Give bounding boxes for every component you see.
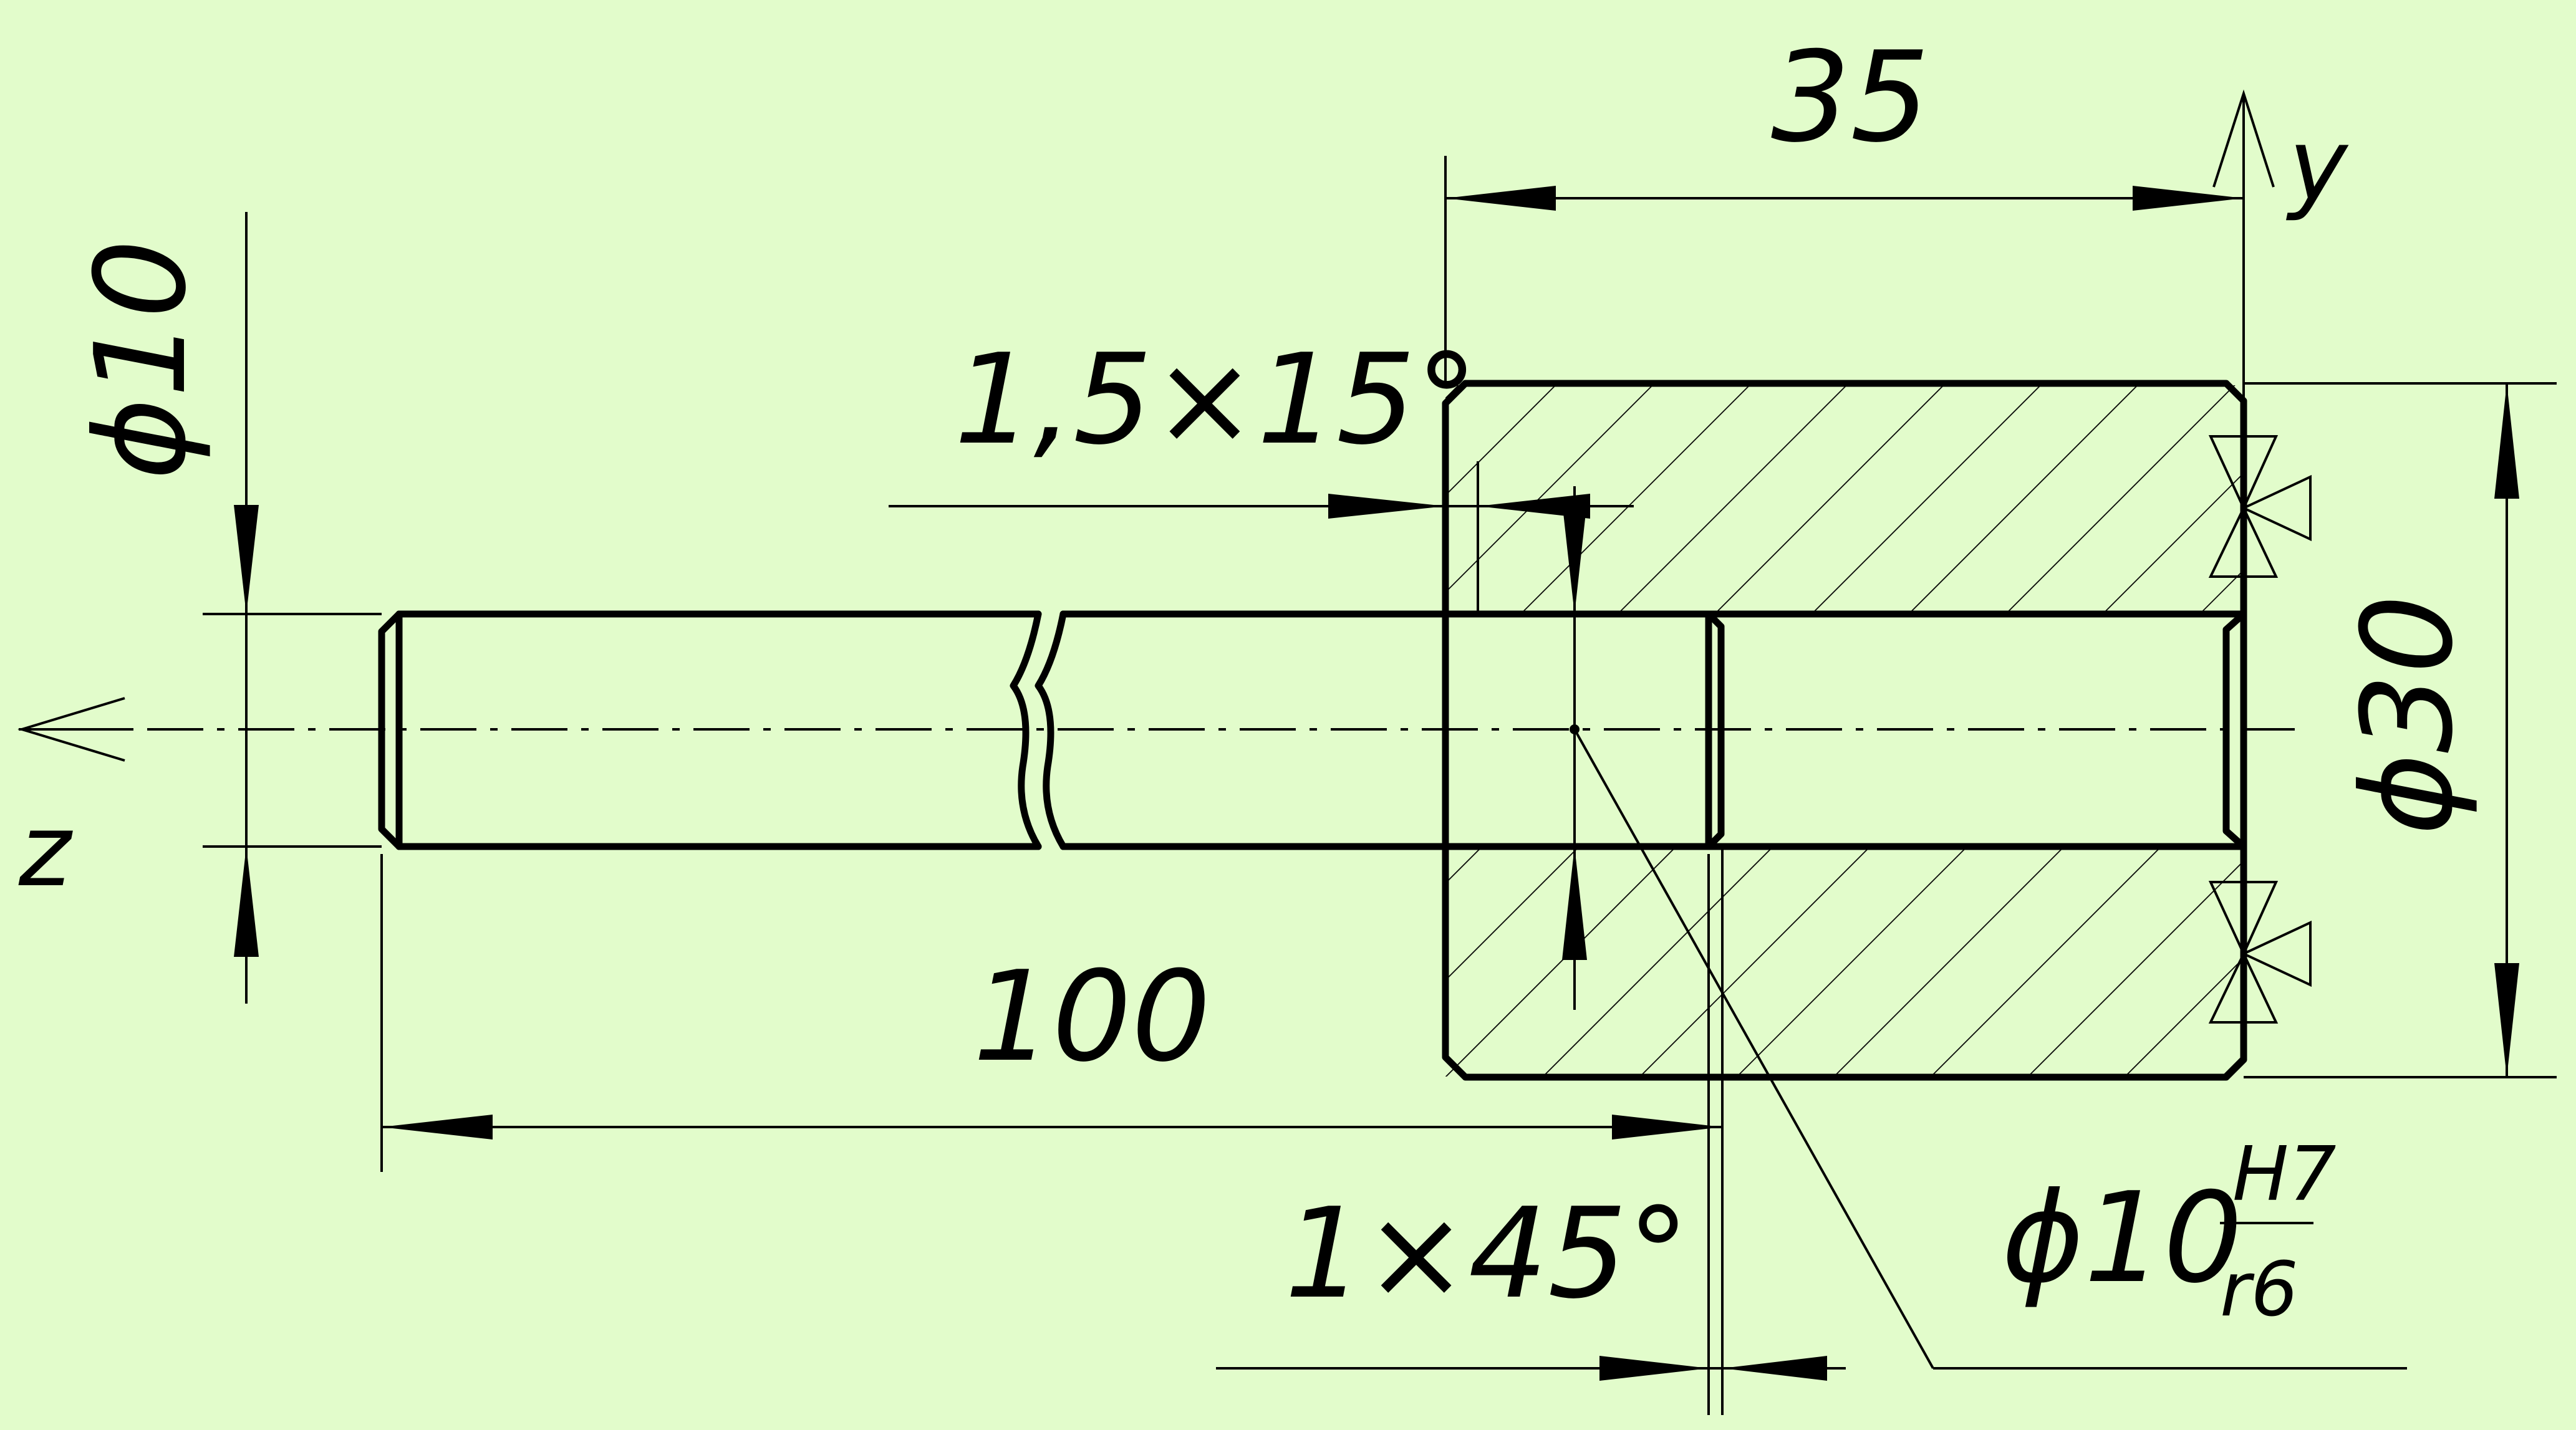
dim-chamfer-15 xyxy=(889,461,1634,1010)
dim-dia30 xyxy=(2244,382,2557,1078)
dim-dia30-label: ϕ30 xyxy=(2335,595,2481,835)
y-axis-arrow xyxy=(2212,89,2275,399)
y-axis-label: y xyxy=(2286,107,2349,223)
support-symbol-lower xyxy=(2208,881,2312,1024)
dim-chamfer-15-label: 1,5×15° xyxy=(954,327,1478,473)
shaft-break-left xyxy=(1010,610,1042,850)
fit-upper-label: H7 xyxy=(2232,1131,2337,1218)
fit-base-label: ϕ10 xyxy=(2002,1166,2242,1311)
fit-lower-label: r6 xyxy=(2220,1247,2299,1333)
dim-100-label: 100 xyxy=(973,944,1211,1090)
z-axis-arrow xyxy=(17,697,131,762)
fit-leader xyxy=(1570,724,2407,1370)
dim-35-label: 35 xyxy=(1771,25,1930,170)
z-axis-label: z xyxy=(18,792,73,909)
shaft-break-right xyxy=(1035,610,1067,850)
dim-100 xyxy=(380,848,1724,1415)
dim-dia10-label: ϕ10 xyxy=(69,239,214,480)
support-symbol-upper xyxy=(2208,435,2312,578)
dim-chamfer-45 xyxy=(1216,854,1846,1415)
bushing-outline xyxy=(1442,380,2247,1081)
hatch-lower xyxy=(1445,848,2246,1077)
dim-chamfer-45-label: 1×45° xyxy=(1285,1181,1689,1327)
dim-35 xyxy=(1444,156,2244,383)
dim-dia10 xyxy=(203,212,382,1004)
